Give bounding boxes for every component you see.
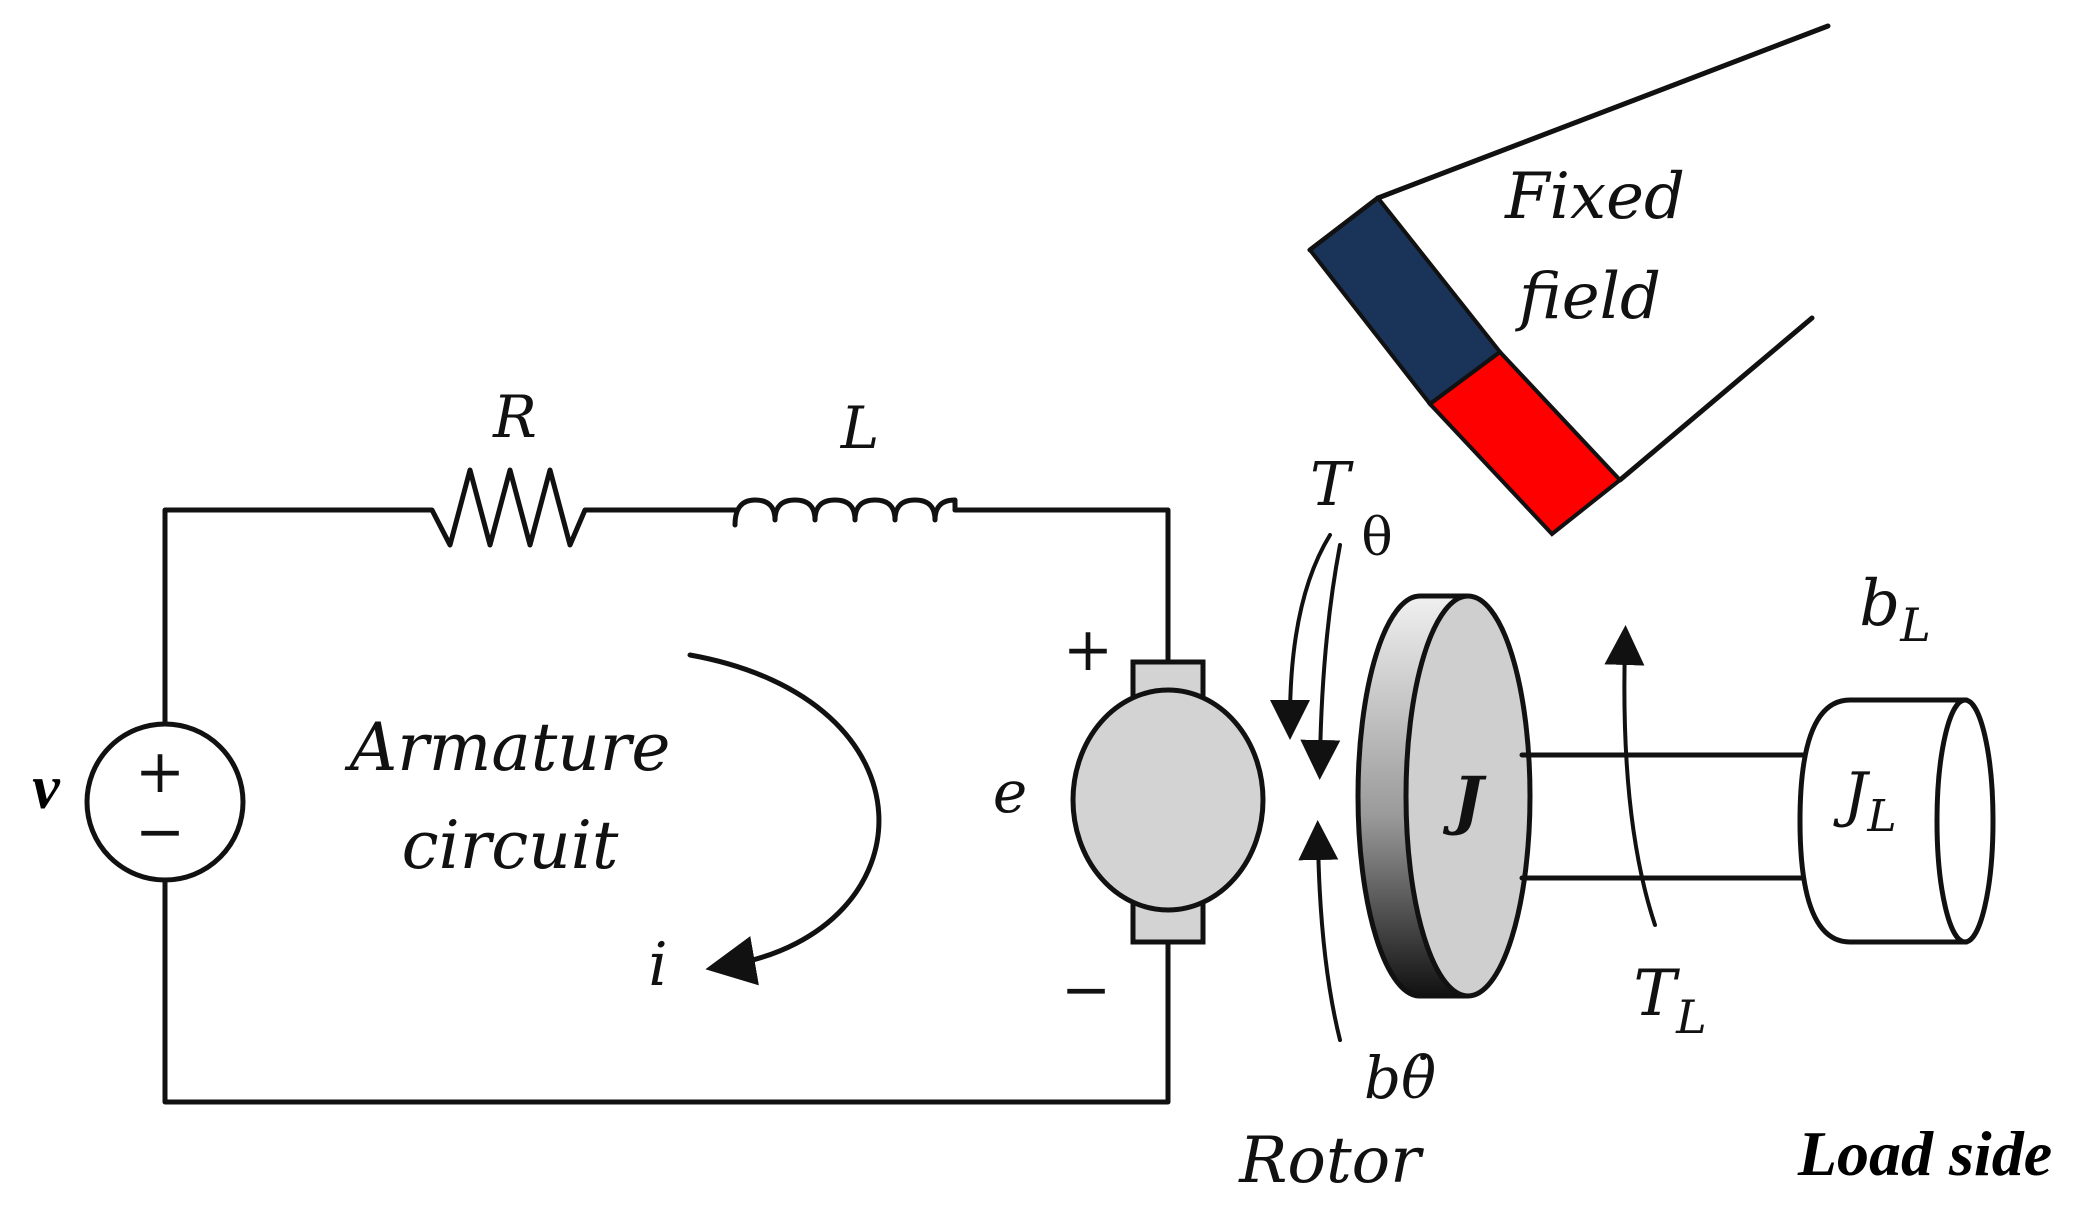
current-label: i [648,930,667,1000]
torque-label: T [1310,450,1354,520]
load-friction-symbol: b [1859,567,1900,641]
torque-arrow-left [1270,533,1332,740]
friction-arrow [1298,820,1342,1042]
inductor-symbol [732,497,958,528]
motor-plus-sign: + [1063,615,1113,685]
load-torque-subscript: L [1675,990,1707,1044]
dc-motor [1070,659,1266,945]
shaft [1519,752,1808,881]
load-inertia-subscript: L [1866,791,1896,842]
current-arrow [687,652,882,986]
inductor-label: L [840,394,880,462]
emf-label: e [993,758,1027,826]
voltage-source [84,721,246,883]
friction-label: bθ̇ [1364,1044,1436,1112]
motor-minus-sign: − [1061,955,1111,1025]
load-friction-subscript: L [1899,598,1931,652]
load-torque-label: TL [1633,957,1706,1044]
torque-arrow-right [1300,543,1342,780]
rotor-disk [1355,593,1533,999]
armature-label-line1: Armature [344,709,671,786]
rotor-label: Rotor [1238,1124,1424,1198]
fixed-field-magnet [1307,23,1831,537]
theta-label: θ [1361,508,1392,568]
source-label: v [32,754,61,822]
load-cylinder [1797,697,1996,945]
source-minus-sign: − [135,797,185,867]
resistor-symbol [407,467,593,548]
load-side-label: Load side [1797,1118,2052,1189]
load-torque-symbol: T [1633,957,1680,1031]
fixed-field-label-line2: field [1515,260,1661,334]
circuit-wires [162,467,1171,1105]
resistor-label: R [492,383,537,451]
load-friction-label: bL [1859,567,1931,652]
armature-label-line2: circuit [402,807,619,884]
load-torque-arrow [1604,625,1657,927]
fixed-field-label-line1: Fixed [1504,160,1685,234]
source-plus-sign: + [135,737,185,807]
